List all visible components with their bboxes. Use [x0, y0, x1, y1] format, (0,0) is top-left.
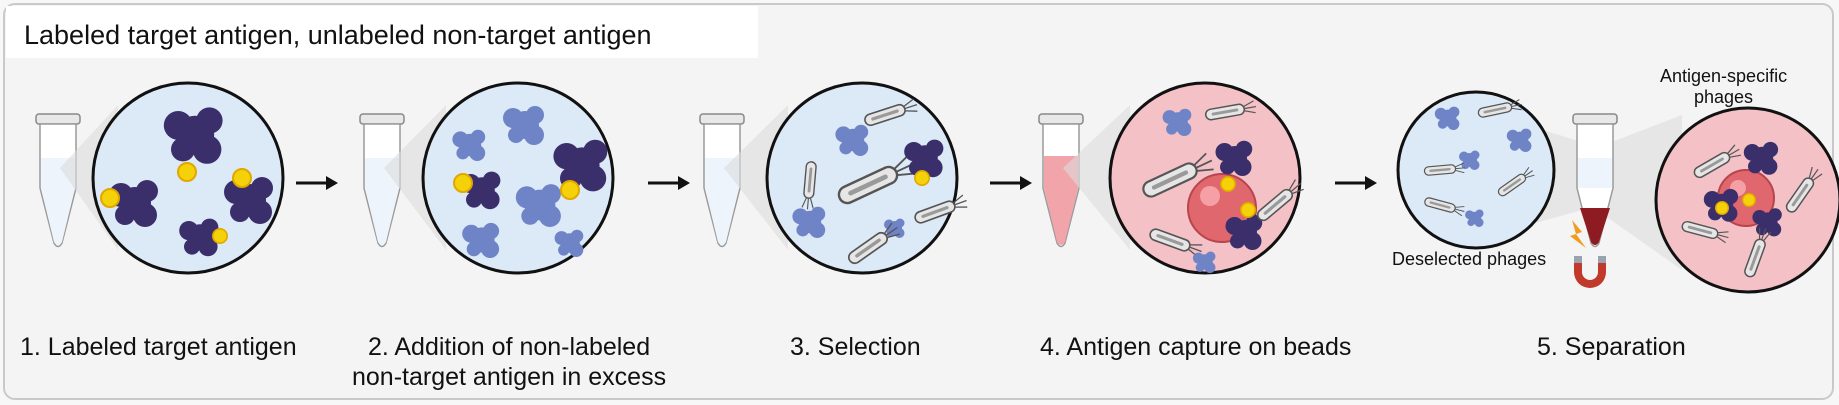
bead-highlight [1200, 186, 1220, 206]
label-dot [560, 180, 580, 200]
label-dot [232, 168, 252, 188]
label-dot [1741, 192, 1757, 208]
step4-zoom-cone [1063, 105, 1130, 250]
antigen-specific-phages-label: Antigen-specific phages [1660, 66, 1787, 108]
title-box: Labeled target antigen, unlabeled non-ta… [6, 6, 758, 58]
step2-label-line2: non-target antigen in excess [352, 363, 667, 391]
step1-label: 1. Labeled target antigen [20, 333, 297, 361]
step5-label: 5. Separation [1537, 333, 1686, 361]
step-arrow [646, 174, 692, 192]
label-dot [212, 228, 228, 244]
step-arrow [988, 174, 1034, 192]
label-dot [1240, 202, 1256, 218]
step5-tube [1572, 113, 1618, 248]
deselected-phages-label: Deselected phages [1392, 249, 1547, 269]
step-arrow [294, 174, 340, 192]
label-dot [1220, 176, 1236, 192]
label-dot [100, 188, 120, 208]
step4-label: 4. Antigen capture on beads [1040, 333, 1352, 361]
lightning-icon [1570, 220, 1586, 248]
magnet-icon [1574, 262, 1606, 288]
step2-label: 2. Addition of non-labeled non-target an… [352, 332, 666, 392]
label-dot [453, 173, 473, 193]
label-dot [1714, 200, 1730, 216]
label-dot [913, 170, 931, 186]
magnet-pole-left [1574, 256, 1582, 263]
label-dot [177, 162, 197, 182]
step-arrow [1333, 174, 1379, 192]
step3-label: 3. Selection [790, 333, 921, 361]
magnet-pole-right [1598, 256, 1606, 263]
step2-label-line1: 2. Addition of non-labeled [367, 333, 651, 361]
antigen-specific-line2: phages [1694, 87, 1754, 107]
step3-zoom-cone [724, 105, 788, 250]
antigen-specific-line1: Antigen-specific [1660, 66, 1788, 86]
figure-title: Labeled target antigen, unlabeled non-ta… [24, 20, 652, 50]
